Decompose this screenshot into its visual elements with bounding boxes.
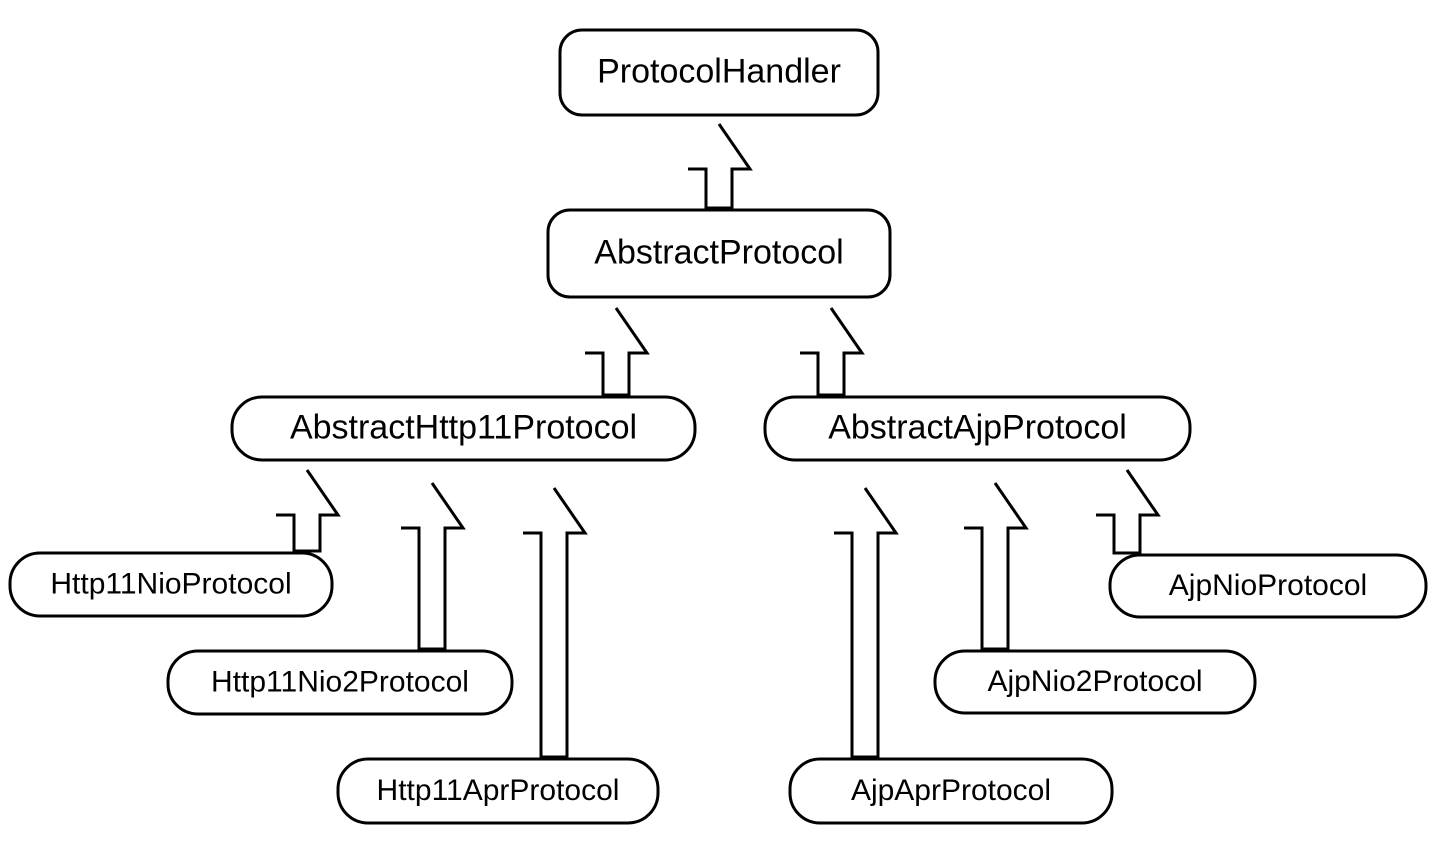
inheritance-arrow <box>834 487 899 759</box>
class-name-label: AbstractHttp11Protocol <box>290 408 637 446</box>
class-box[interactable] <box>166 649 514 716</box>
class-node-http11-nio-protocol[interactable]: Http11NioProtocol <box>8 551 334 618</box>
class-node-protocol-handler[interactable]: ProtocolHandler <box>558 28 880 117</box>
class-name-label: Http11AprProtocol <box>377 774 620 807</box>
class-box[interactable] <box>788 757 1114 825</box>
class-node-abstract-protocol[interactable]: AbstractProtocol <box>546 208 892 299</box>
class-box[interactable] <box>558 28 880 117</box>
inheritance-arrow <box>523 487 588 759</box>
generalization-arrow-shape <box>834 487 899 759</box>
inheritance-arrow <box>964 482 1029 651</box>
class-name-label: ProtocolHandler <box>597 52 841 90</box>
inheritance-arrow <box>800 307 865 397</box>
class-node-abstract-ajp-protocol[interactable]: AbstractAjpProtocol <box>763 395 1192 462</box>
inheritance-arrow <box>1096 469 1161 555</box>
class-name-label: Http11NioProtocol <box>50 567 291 600</box>
class-name-label: AjpNio2Protocol <box>987 665 1202 698</box>
generalization-arrow-shape <box>1096 469 1161 555</box>
class-name-label: AjpNioProtocol <box>1169 569 1367 602</box>
class-name-label: Http11Nio2Protocol <box>211 665 469 698</box>
class-node-ajp-nio2-protocol[interactable]: AjpNio2Protocol <box>933 649 1257 715</box>
class-name-label: AbstractAjpProtocol <box>828 408 1127 446</box>
generalization-arrow-shape <box>401 482 466 651</box>
inheritance-arrow <box>688 123 753 210</box>
class-box[interactable] <box>230 395 697 462</box>
class-box[interactable] <box>763 395 1192 462</box>
class-name-label: AjpAprProtocol <box>851 774 1051 807</box>
class-node-abstract-http11-protocol[interactable]: AbstractHttp11Protocol <box>230 395 697 462</box>
generalization-arrow-shape <box>585 307 650 397</box>
inheritance-edges-layer <box>276 123 1161 759</box>
inheritance-arrow <box>585 307 650 397</box>
class-box[interactable] <box>1108 553 1428 619</box>
class-node-http11-apr-protocol[interactable]: Http11AprProtocol <box>336 757 660 825</box>
inheritance-arrow <box>276 469 341 553</box>
class-node-http11-nio2-protocol[interactable]: Http11Nio2Protocol <box>166 649 514 716</box>
generalization-arrow-shape <box>688 123 753 210</box>
generalization-arrow-shape <box>964 482 1029 651</box>
class-box[interactable] <box>546 208 892 299</box>
class-node-ajp-apr-protocol[interactable]: AjpAprProtocol <box>788 757 1114 825</box>
generalization-arrow-shape <box>276 469 341 553</box>
class-node-ajp-nio-protocol[interactable]: AjpNioProtocol <box>1108 553 1428 619</box>
inheritance-arrow <box>401 482 466 651</box>
generalization-arrow-shape <box>800 307 865 397</box>
class-box[interactable] <box>8 551 334 618</box>
class-name-label: AbstractProtocol <box>594 233 843 271</box>
class-box[interactable] <box>933 649 1257 715</box>
class-box[interactable] <box>336 757 660 825</box>
generalization-arrow-shape <box>523 487 588 759</box>
class-nodes-layer: ProtocolHandlerAbstractProtocolAbstractH… <box>8 28 1428 825</box>
